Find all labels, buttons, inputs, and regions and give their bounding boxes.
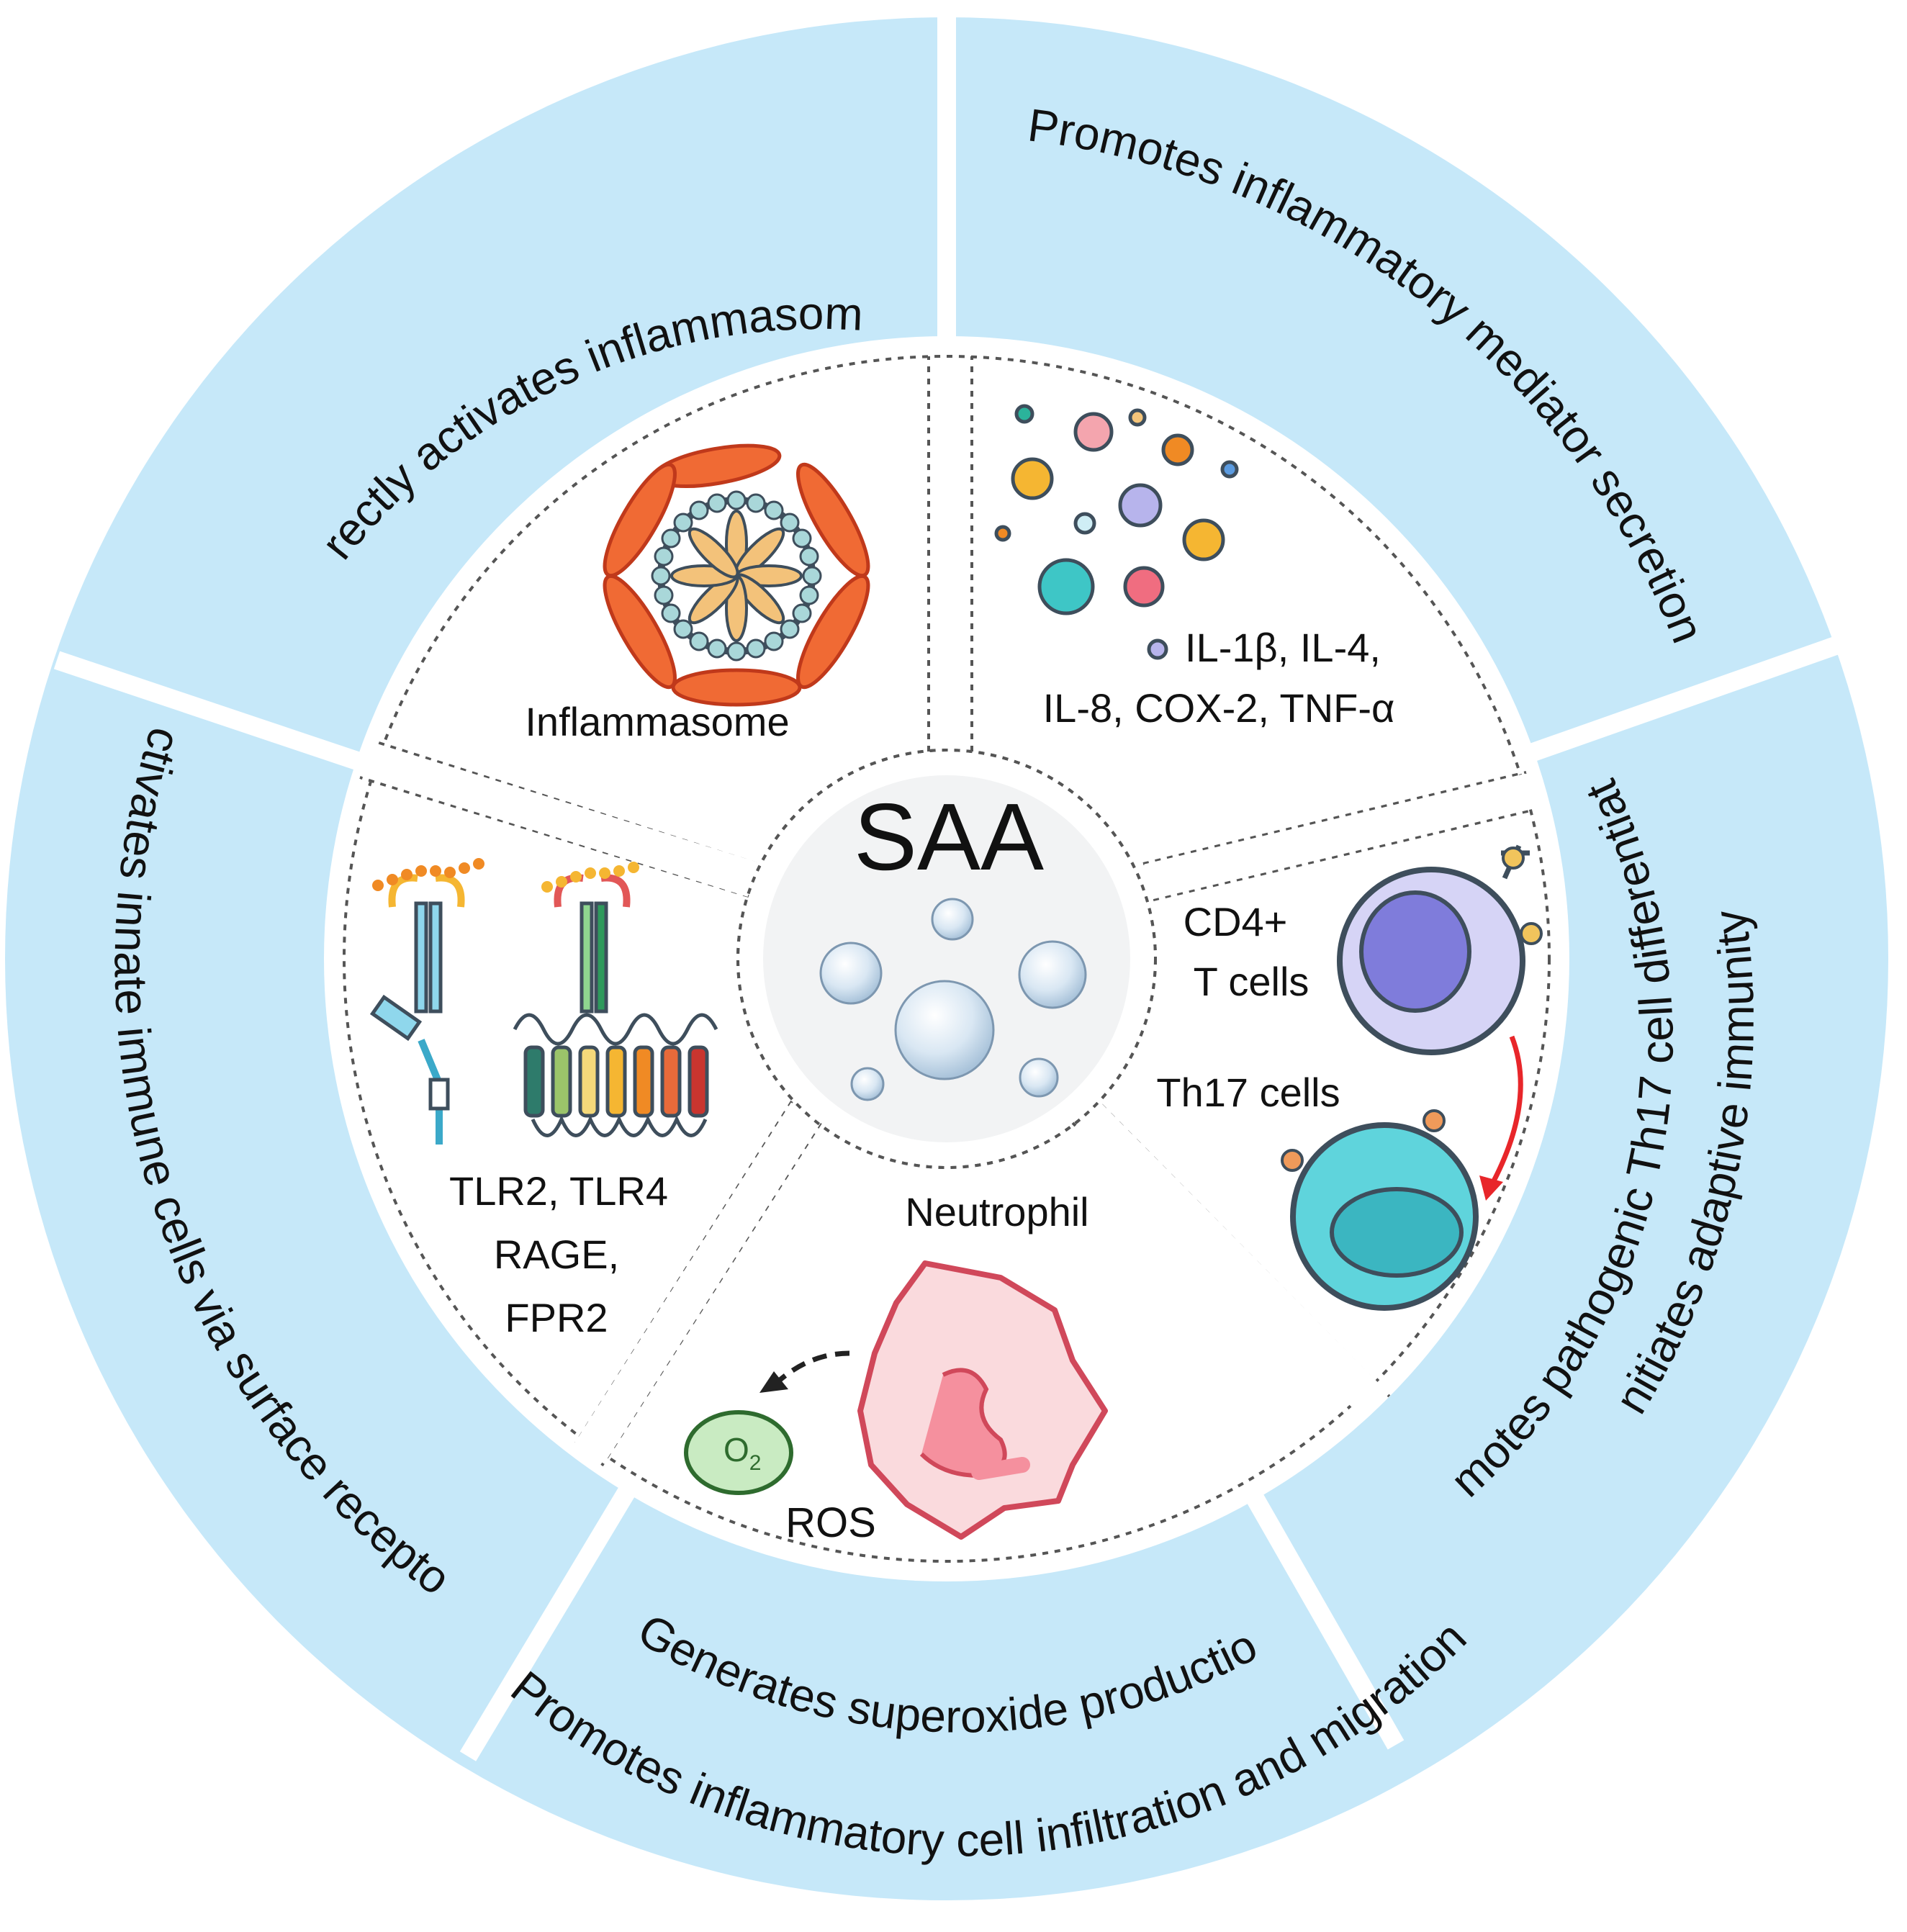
saa-bubble	[931, 898, 974, 941]
cytokines-line1: IL-1β, IL-4,	[1185, 625, 1381, 670]
receptors-line2: RAGE,	[494, 1232, 619, 1277]
cd4-line2: T cells	[1194, 959, 1309, 1004]
saa-bubble	[850, 1067, 885, 1101]
inflammasome-sector: Inflammasome	[525, 443, 870, 744]
arrow-head-icon	[1479, 1175, 1503, 1201]
divider-right-b	[1153, 808, 1534, 901]
receptors-line1: TLR2, TLR4	[449, 1168, 668, 1214]
saa-bubble	[894, 980, 995, 1080]
receptors-sector: TLR2, TLR4 RAGE, FPR2	[369, 858, 718, 1340]
differentiation-arrow	[1487, 1035, 1523, 1189]
neutrophil-label: Neutrophil	[905, 1189, 1088, 1234]
tlr2-receptor-icon	[372, 858, 484, 1014]
th17-label: Th17 cells	[1156, 1070, 1340, 1115]
receptors-line3: FPR2	[505, 1295, 608, 1340]
ros-arrow	[775, 1350, 850, 1384]
arrow-head-icon	[759, 1371, 788, 1393]
rage-receptor-icon	[369, 994, 450, 1145]
cd4-line1: CD4+	[1184, 899, 1288, 944]
ros-icon	[684, 1410, 793, 1495]
saa-bubble	[1018, 940, 1087, 1009]
fpr2-receptor-icon	[513, 1013, 718, 1137]
center-label: SAA	[854, 784, 1044, 890]
o2-label: O2	[723, 1431, 761, 1475]
th17-cell-icon	[1281, 1109, 1479, 1311]
center-disc	[763, 775, 1130, 1142]
divider-right	[1142, 771, 1527, 865]
cytokines-sector: IL-1β, IL-4, IL-8, COX-2, TNF-α	[994, 404, 1395, 731]
neutrophil-sector: Neutrophil O2 ROS	[684, 1189, 1108, 1546]
tcells-sector: CD4+ T cells Th17 cells	[1156, 844, 1543, 1311]
center-hub: SAA	[763, 775, 1130, 1142]
cd4-tcell-icon	[1337, 844, 1543, 1055]
inflammasome-icon	[603, 443, 870, 707]
tlr4-receptor-icon	[541, 862, 639, 1014]
inflammasome-label: Inflammasome	[525, 699, 789, 744]
neutrophil-icon	[857, 1260, 1108, 1540]
cytokines-line2: IL-8, COX-2, TNF-α	[1043, 685, 1395, 731]
saa-bubble	[819, 942, 883, 1005]
ros-label: ROS	[785, 1499, 876, 1546]
saa-bubble	[1019, 1057, 1059, 1098]
inner-sector-outline	[343, 355, 1551, 1563]
cytokine-bubbles-icon	[994, 404, 1239, 660]
